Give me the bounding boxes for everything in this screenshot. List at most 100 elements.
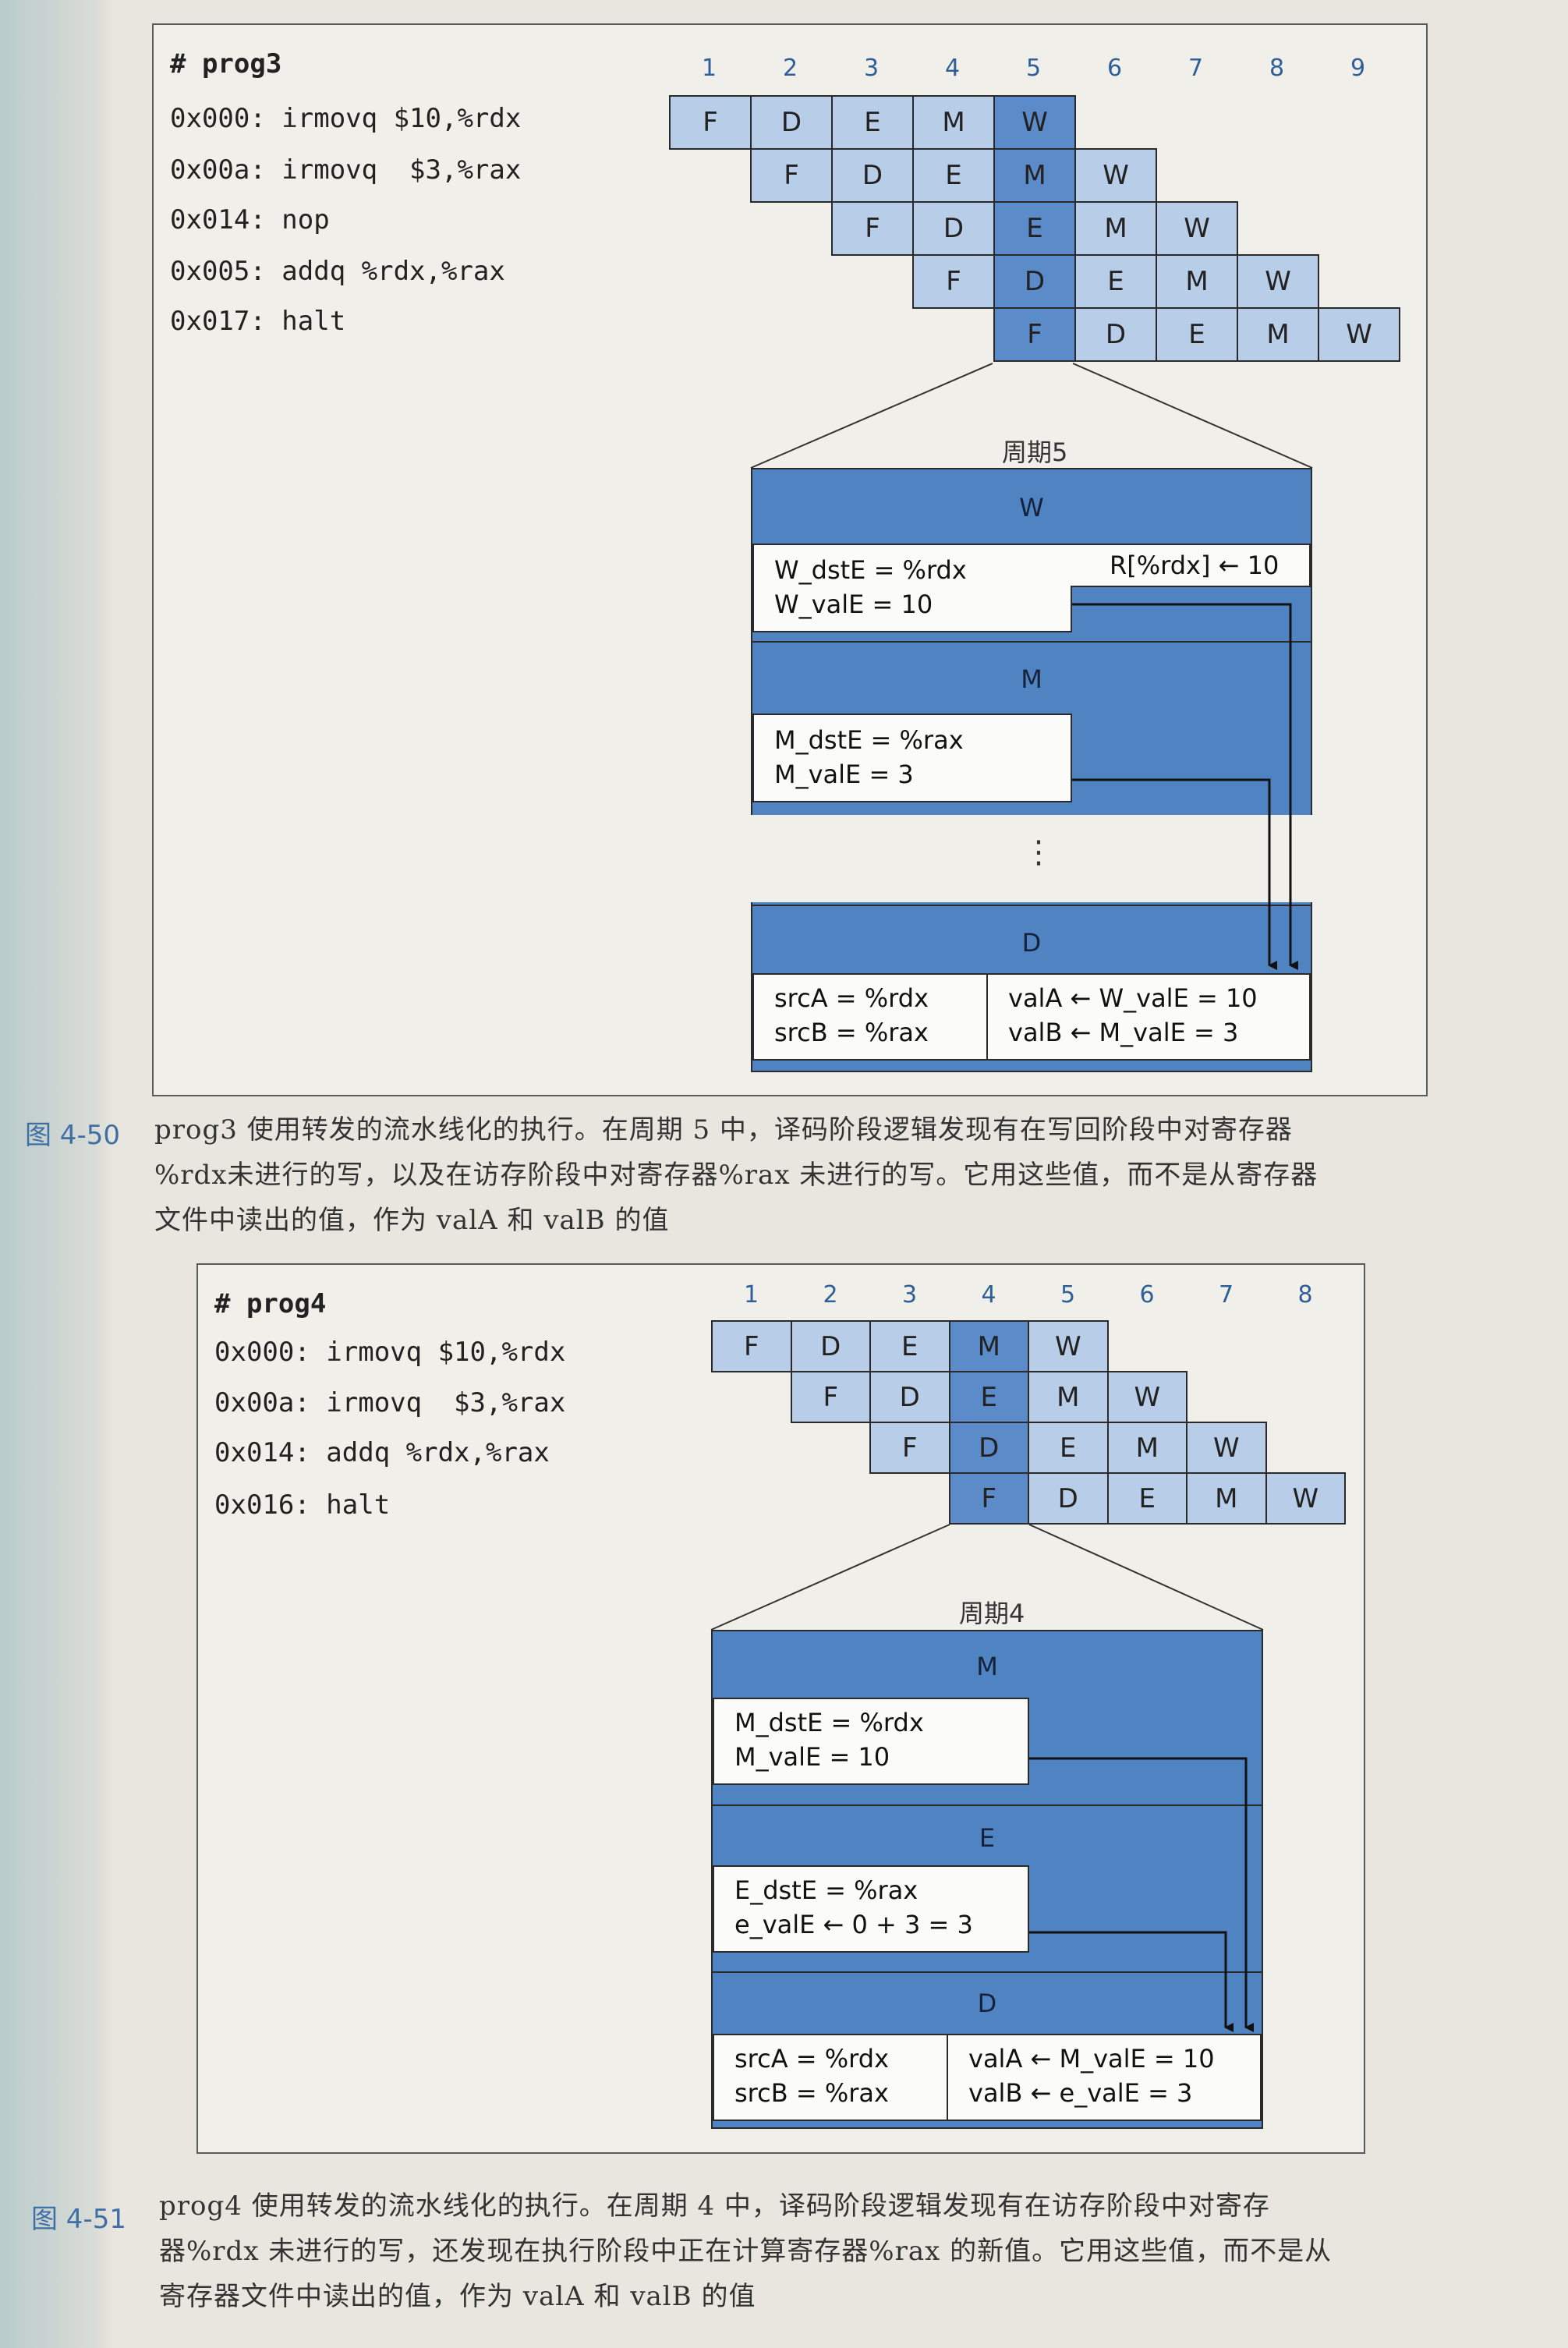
fig50-m-band: M (752, 641, 1311, 719)
prog3-instruction: 0x014: nop (170, 204, 330, 236)
fig51-cycle-number: 3 (901, 1281, 918, 1309)
fig51-zoom-line-right (1028, 1524, 1264, 1631)
fig51-cycle-number: 2 (823, 1281, 838, 1309)
fig51-cycle-number: 1 (743, 1281, 759, 1309)
fig51-cycle-number: 4 (981, 1281, 996, 1309)
fig50-stage-cell: W (1318, 307, 1400, 362)
fig51-e-dste: E_dstE = %rax (734, 1875, 919, 1905)
fig50-stage-cell: F (750, 148, 833, 203)
fig50-m-dste: M_dstE = %rax (774, 725, 964, 755)
fig50-zoom-line-right (1072, 363, 1313, 469)
fig50-stage-cell: E (993, 201, 1076, 256)
fig50-stage-cell: E (1156, 307, 1238, 362)
fig50-w-dste: W_dstE = %rdx (774, 555, 967, 585)
fig50-d-val-box: valA ← W_valE = 10 valB ← M_valE = 3 (986, 973, 1311, 1061)
fig51-stage-cell: F (869, 1422, 950, 1474)
prog4-instruction: 0x016: halt (214, 1489, 391, 1521)
fig50-stage-cell: W (993, 95, 1076, 150)
prog3-title: # prog3 (170, 48, 282, 80)
fig50-m-register-box: M_dstE = %rax M_valE = 3 (752, 714, 1072, 802)
fig51-cycle-number: 5 (1060, 1281, 1076, 1309)
fig51-stage-cell: F (948, 1472, 1029, 1525)
fig51-m-band: M (713, 1631, 1262, 1702)
fig51-zoom-label: 周期4 (959, 1599, 1025, 1628)
fig51-d-vala: valA ← M_valE = 10 (968, 2044, 1215, 2074)
fig50-w-note: R[%rdx] ← 10 (1110, 551, 1280, 580)
fig50-cycle-number: 1 (701, 55, 717, 82)
fig50-stage-cell: W (1074, 148, 1157, 203)
fig50-m-band-label: M (1021, 664, 1042, 694)
fig50-stage-cell: E (1074, 254, 1157, 309)
fig50-gap (751, 815, 1312, 902)
fig51-e-register-box: E_dstE = %rax e_valE ← 0 + 3 = 3 (713, 1865, 1029, 1953)
fig50-ellipsis: ⋮ (1023, 834, 1054, 870)
fig51-stage-cell: W (1186, 1422, 1267, 1474)
fig50-d-srcb: srcB = %rax (774, 1018, 929, 1047)
fig51-stage-cell: E (1106, 1472, 1188, 1525)
fig51-cycle-number: 6 (1139, 1281, 1155, 1309)
page-edge-shade (0, 0, 117, 2348)
fig50-d-srca: srcA = %rdx (774, 983, 929, 1013)
fig51-stage-cell: E (869, 1320, 950, 1372)
fig50-d-band-label: D (1021, 928, 1042, 958)
prog4-title: # prog4 (214, 1288, 327, 1319)
fig51-m-band-label: M (976, 1652, 998, 1681)
fig51-stage-cell: W (1106, 1371, 1188, 1423)
fig50-cycle-number: 5 (1025, 55, 1042, 82)
fig51-e-band: E (713, 1804, 1262, 1875)
fig50-stage-cell: W (1237, 254, 1319, 309)
prog3-instruction: 0x00a: irmovq $3,%rax (170, 154, 522, 186)
fig50-cycle-number: 6 (1106, 55, 1123, 82)
fig51-stage-cell: M (948, 1320, 1029, 1372)
fig50-stage-cell: E (912, 148, 995, 203)
fig51-zoom-line-left (710, 1524, 950, 1631)
fig51-stage-cell: M (1186, 1472, 1267, 1525)
fig50-w-note-box: R[%rdx] ← 10 (1071, 544, 1311, 587)
fig51-stage-cell: D (790, 1320, 871, 1372)
fig50-cycle-number: 3 (863, 55, 880, 82)
fig51-stage-cell: E (948, 1371, 1029, 1423)
fig50-cycle-number: 8 (1269, 55, 1285, 82)
figure-4-51-caption-line: 寄存器文件中读出的值，作为 valA 和 valB 的值 (159, 2281, 756, 2312)
figure-4-50-number: 图 4-50 (25, 1120, 120, 1151)
fig51-d-src-box: srcA = %rdx srcB = %rax (713, 2034, 948, 2121)
fig51-d-band-label: D (977, 1989, 997, 2018)
figure-4-51-caption-line: prog4 使用转发的流水线化的执行。在周期 4 中，译码阶段逻辑发现有在访存阶… (159, 2190, 1270, 2222)
fig50-stage-cell: D (750, 95, 833, 150)
fig50-stage-cell: D (1074, 307, 1157, 362)
figure-4-50-caption-line: 文件中读出的值，作为 valA 和 valB 的值 (154, 1205, 670, 1236)
prog3-instruction: 0x005: addq %rdx,%rax (170, 256, 505, 287)
fig51-forward-e-arrow (1029, 1931, 1234, 2032)
fig51-stage-cell: D (869, 1371, 950, 1423)
fig51-e-vale: e_valE ← 0 + 3 = 3 (734, 1910, 973, 1939)
fig50-zoom-label: 周期5 (1002, 437, 1068, 467)
fig51-cycle-number: 7 (1218, 1281, 1234, 1309)
prog3-instruction: 0x000: irmovq $10,%rdx (170, 103, 522, 134)
figure-4-51-number: 图 4-51 (31, 2204, 126, 2235)
fig50-forward-m-arrow (1072, 778, 1277, 970)
fig50-d-valb: valB ← M_valE = 3 (1008, 1018, 1239, 1047)
fig50-stage-cell: E (831, 95, 914, 150)
fig50-d-src-box: srcA = %rdx srcB = %rax (752, 973, 988, 1061)
fig51-cycle-number: 8 (1297, 1281, 1313, 1309)
figure-4-50-caption-line: %rdx未进行的写，以及在访存阶段中对寄存器%rax 未进行的写。它用这些值，而… (154, 1160, 1318, 1191)
fig50-m-vale: M_valE = 3 (774, 760, 914, 789)
prog4-instruction: 0x014: addq %rdx,%rax (214, 1437, 550, 1468)
fig50-d-vala: valA ← W_valE = 10 (1008, 983, 1258, 1013)
fig51-stage-cell: W (1265, 1472, 1346, 1525)
fig50-w-band-label: W (1019, 493, 1044, 522)
fig51-m-dste: M_dstE = %rdx (734, 1708, 924, 1737)
fig51-stage-cell: F (711, 1320, 792, 1372)
fig51-d-srcb: srcB = %rax (734, 2078, 889, 2108)
fig50-w-band: W (752, 469, 1311, 547)
fig50-stage-cell: M (1237, 307, 1319, 362)
fig51-stage-cell: F (790, 1371, 871, 1423)
fig51-d-srca: srcA = %rdx (734, 2044, 890, 2074)
fig51-stage-cell: M (1028, 1371, 1109, 1423)
fig51-forward-m-arrow (1029, 1757, 1254, 2032)
fig50-w-vale: W_valE = 10 (774, 590, 933, 619)
fig50-cycle-number: 7 (1188, 55, 1204, 82)
prog4-instruction: 0x000: irmovq $10,%rdx (214, 1337, 566, 1368)
fig51-d-band: D (713, 1971, 1262, 2042)
